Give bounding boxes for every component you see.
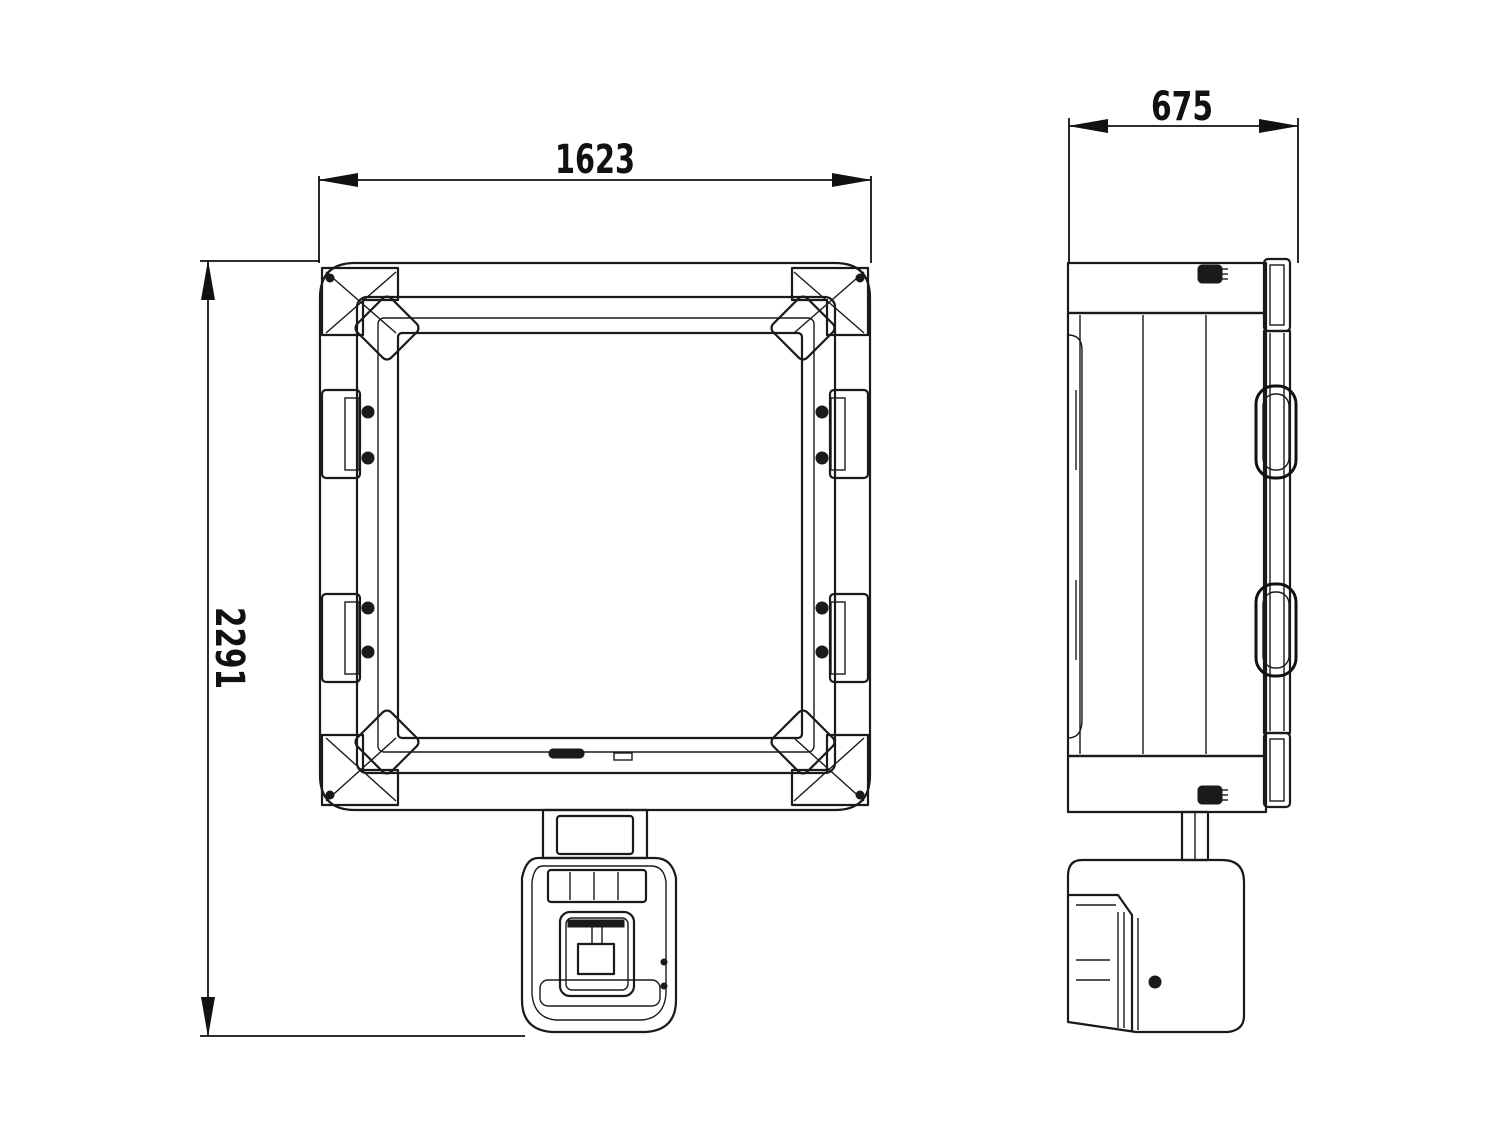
mounting-post: [541, 808, 649, 860]
right-hinge-upper: [815, 388, 870, 480]
side-bottom-cap: [1066, 754, 1268, 814]
side-base-box: [1066, 858, 1246, 1034]
side-handle-upper: [1254, 384, 1298, 480]
dimension-label-height: 2291: [206, 607, 252, 689]
front-bezel-inner: [377, 317, 815, 753]
side-bottom-knob: [1197, 785, 1228, 805]
dimension-label-depth: 675: [1151, 84, 1213, 130]
front-window: [396, 331, 804, 740]
side-top-knob: [1197, 264, 1228, 284]
bottom-tab: [613, 752, 633, 761]
front-bezel-outer: [355, 295, 837, 775]
side-door-frame: [1262, 257, 1292, 809]
bottom-latch: [548, 748, 585, 759]
side-handle-lower: [1254, 582, 1298, 678]
dimension-height-front: [200, 260, 525, 1037]
dimension-depth-side: [1068, 118, 1299, 263]
dimension-label-width: 1623: [555, 137, 635, 183]
corner-bottom-right: [770, 709, 870, 807]
dimension-width-front: [318, 173, 872, 263]
front-view: [318, 261, 872, 1034]
side-view: [1066, 257, 1298, 1034]
corner-bottom-left: [320, 709, 420, 807]
left-hinge-lower: [320, 592, 375, 684]
right-hinge-lower: [815, 592, 870, 684]
base-control-box: [520, 856, 678, 1034]
side-top-cap: [1066, 261, 1268, 315]
side-body: [1066, 311, 1268, 758]
corner-top-left: [320, 266, 420, 361]
corner-top-right: [770, 266, 870, 361]
left-hinge-upper: [320, 388, 375, 480]
